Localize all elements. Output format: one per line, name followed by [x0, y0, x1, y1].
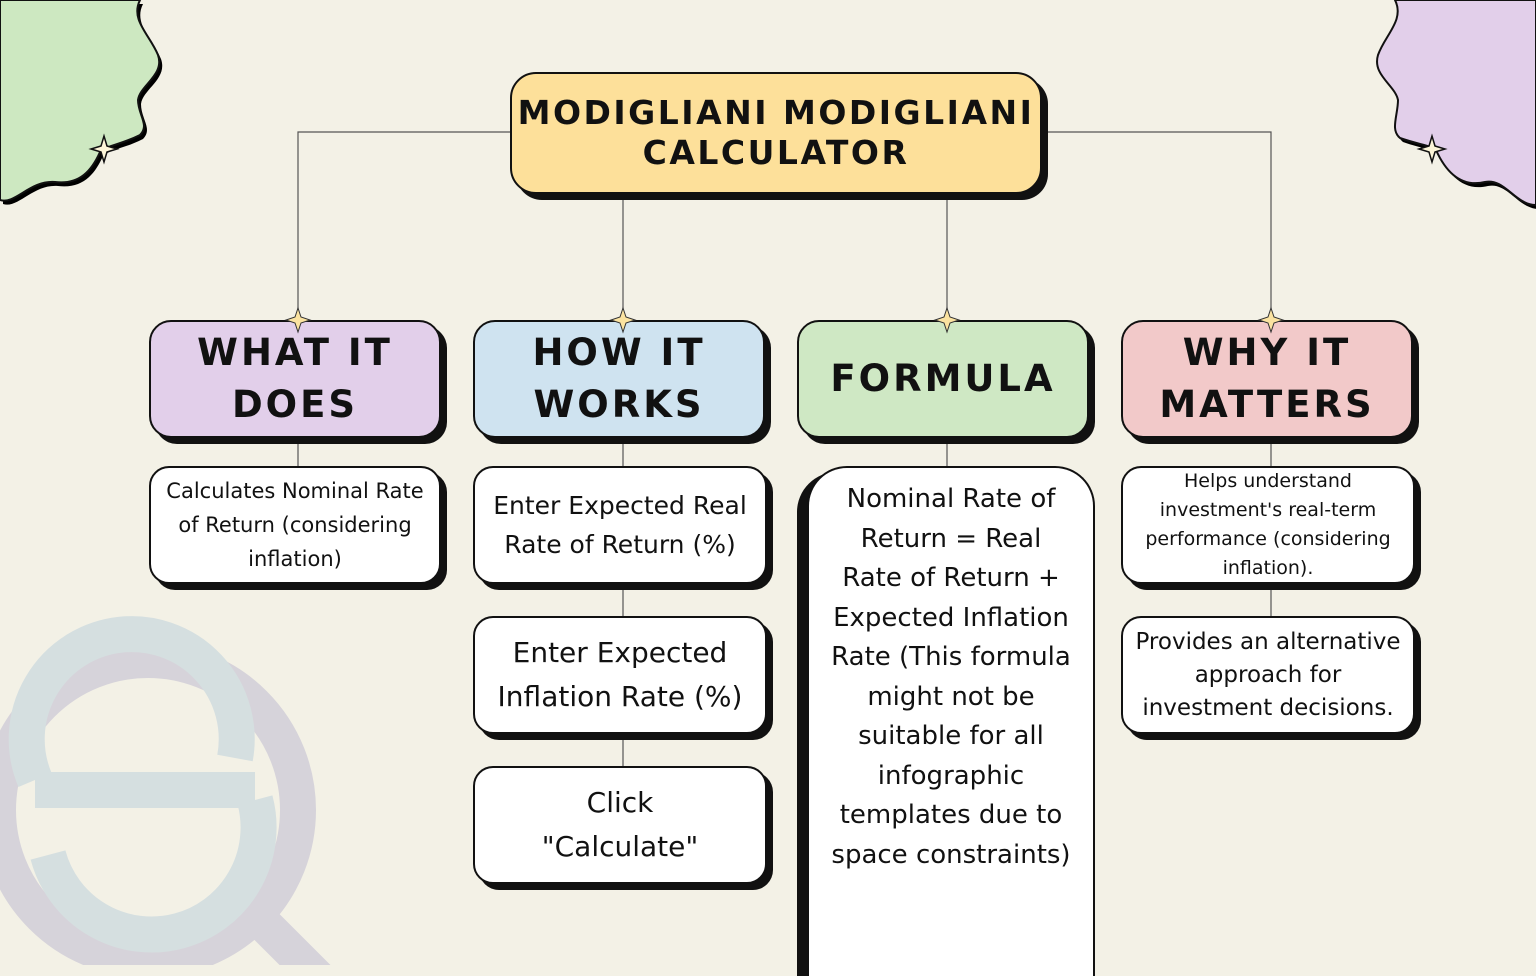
- heading-line: WHAT IT: [197, 331, 393, 374]
- heading-what-it-does: WHAT IT DOES: [149, 320, 441, 438]
- sparkle-icon: [1416, 133, 1448, 165]
- heading-line: MATTERS: [1159, 383, 1375, 426]
- how-it-works-step-3: Click "Calculate": [473, 766, 767, 884]
- heading-line: DOES: [231, 383, 359, 426]
- heading-line: FORMULA: [830, 357, 1056, 400]
- heading-how-it-works: HOW IT WORKS: [473, 320, 765, 438]
- watermark-logo-icon: [0, 616, 331, 965]
- title-box: MODIGLIANI MODIGLIANI CALCULATOR: [510, 72, 1042, 194]
- blob-left-icon: [0, 0, 163, 205]
- heading-line: WORKS: [533, 383, 705, 426]
- heading-formula: FORMULA: [797, 320, 1089, 438]
- heading-line: HOW IT: [532, 331, 706, 374]
- how-it-works-step-1: Enter Expected Real Rate of Return (%): [473, 466, 767, 584]
- heading-line: WHY IT: [1182, 331, 1352, 374]
- formula-box: Nominal Rate of Return = Real Rate of Re…: [807, 466, 1095, 976]
- title-line-2: CALCULATOR: [642, 133, 910, 172]
- title-line-1: MODIGLIANI MODIGLIANI: [517, 93, 1035, 132]
- blob-right-icon: [1376, 0, 1536, 209]
- why-it-matters-item-1: Helps understand investment's real-term …: [1121, 466, 1415, 584]
- what-it-does-item: Calculates Nominal Rate of Return (consi…: [149, 466, 441, 584]
- why-it-matters-item-2: Provides an alternative approach for inv…: [1121, 616, 1415, 734]
- sparkle-icon: [88, 133, 120, 165]
- connector-lines: [297, 131, 1272, 766]
- heading-why-it-matters: WHY IT MATTERS: [1121, 320, 1413, 438]
- how-it-works-step-2: Enter Expected Inflation Rate (%): [473, 616, 767, 734]
